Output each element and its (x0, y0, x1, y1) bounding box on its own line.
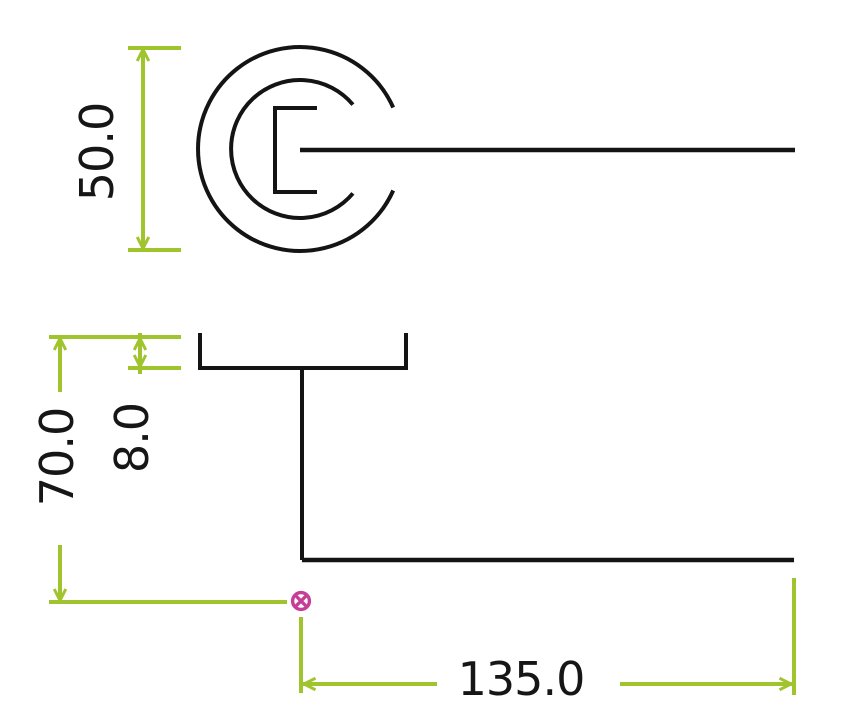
arrow-left-icon (300, 676, 317, 692)
dim-lever-length-lines (299, 578, 796, 695)
circle-x-cross (294, 594, 308, 608)
dim-rose-diameter-label: 50.0 (70, 102, 124, 202)
arrow-down-icon (52, 588, 68, 604)
rose-outer-arc (196, 45, 396, 253)
dimension-lines (49, 46, 796, 695)
dim-rose-diameter-lines (128, 46, 181, 252)
circle-x-icon (290, 590, 312, 612)
dim-lever-length-label: 135.0 (457, 652, 586, 706)
dim-projection-lines (49, 337, 287, 604)
dim-projection-label: 70.0 (30, 407, 84, 507)
arrow-down-icon (135, 236, 151, 252)
arrow-right-icon (778, 676, 795, 692)
side-view (198, 333, 794, 563)
dimension-arrowheads (52, 46, 795, 692)
arrow-up-icon (135, 46, 151, 62)
arrow-up-icon (132, 335, 148, 351)
arrow-down-icon (132, 354, 148, 370)
plan-view (196, 45, 795, 253)
dim-rose-thickness-label: 8.0 (105, 402, 159, 474)
dim-rose-thickness-lines (49, 333, 181, 374)
rose-profile (198, 333, 408, 370)
spindle-center-mark (290, 590, 312, 612)
rose-inner-arc (229, 78, 355, 220)
spindle-bracket (273, 106, 317, 194)
arrow-up-icon (52, 335, 68, 351)
